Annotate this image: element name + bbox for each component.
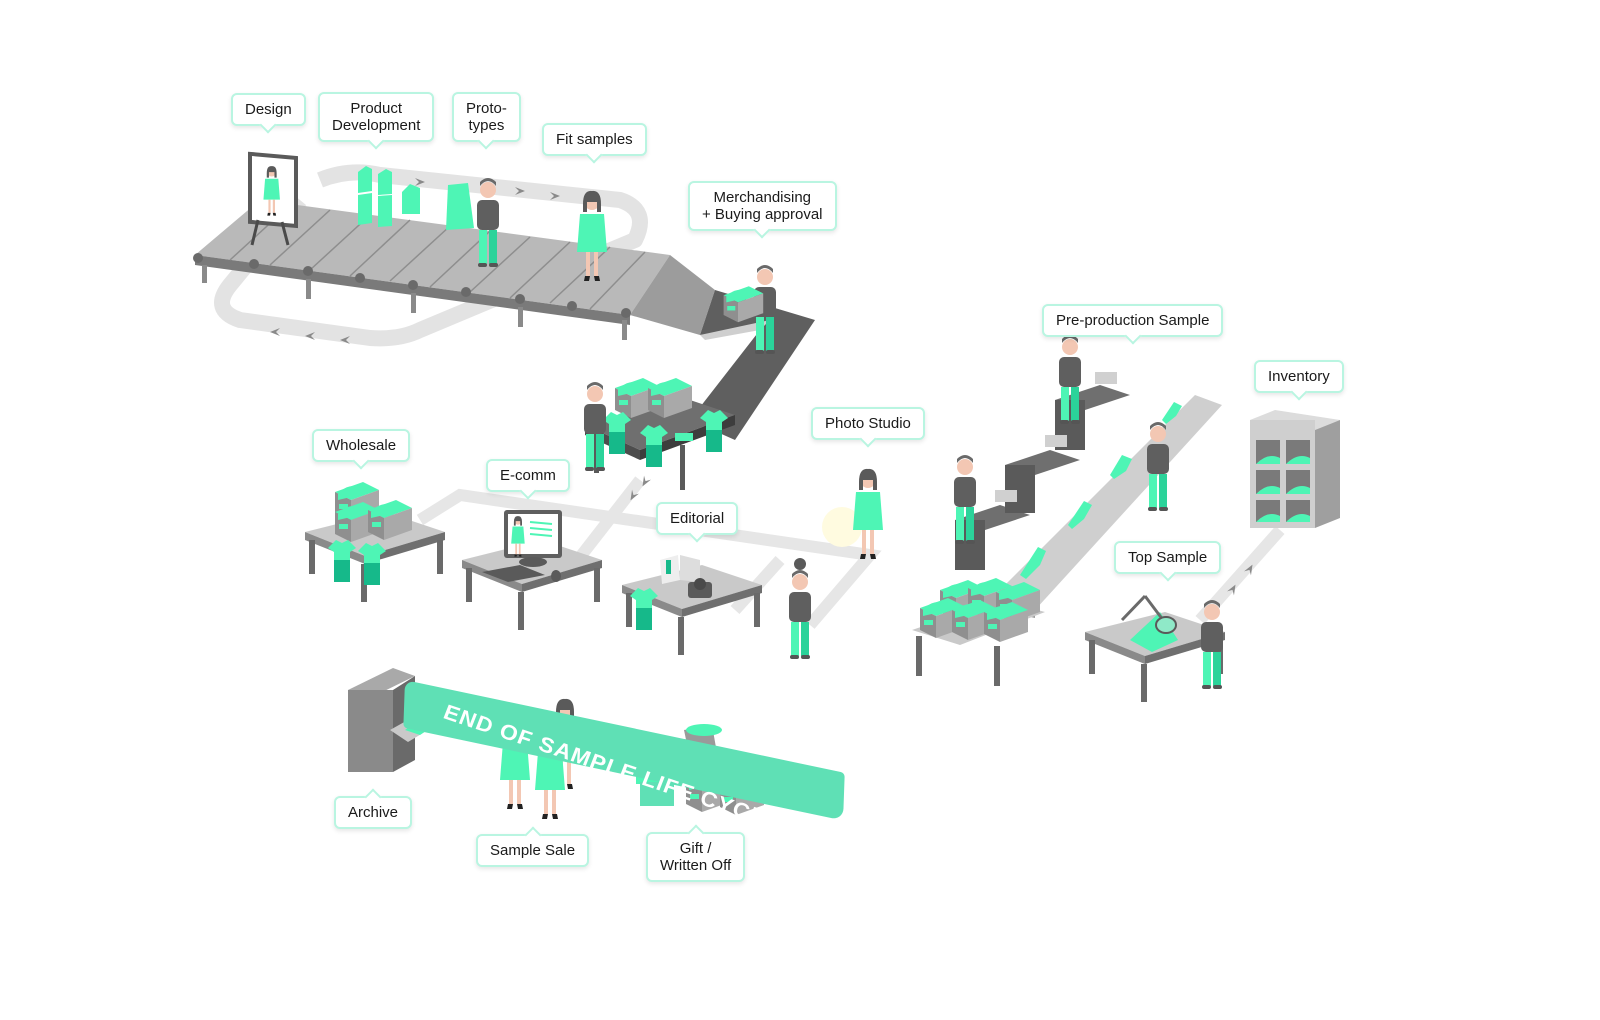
label-text-line1: Merchandising [713, 189, 812, 206]
label-text: Fit samples [556, 131, 633, 148]
label-text: Design [245, 101, 292, 118]
label-text: Photo Studio [825, 415, 911, 432]
label-editorial: Editorial [656, 502, 739, 535]
pattern-pieces [358, 166, 420, 227]
label-sample-sale: Sample Sale [476, 834, 590, 867]
label-text: Top Sample [1128, 549, 1208, 566]
pre-production-line [912, 335, 1222, 686]
label-photo-studio: Photo Studio [811, 407, 925, 440]
label-text: Wholesale [326, 437, 397, 454]
label-archive: Archive [334, 796, 413, 829]
label-text: Archive [348, 804, 399, 821]
photo-studio [789, 468, 883, 659]
label-ecomm: E-comm [486, 459, 570, 492]
label-fit-samples: Fit samples [542, 123, 647, 156]
merchandiser [723, 265, 776, 354]
label-text-line1: Proto- [466, 100, 507, 117]
ecomm-desk [462, 510, 602, 630]
prototype-maker [446, 178, 499, 267]
label-merchandising: Merchandising+ Buying approval [688, 181, 837, 231]
label-text: Pre-production Sample [1056, 312, 1210, 329]
label-text-line2: Written Off [660, 857, 732, 874]
editorial-desk [622, 555, 762, 655]
label-pre-production-sample: Pre-production Sample [1042, 304, 1224, 337]
label-design: Design [231, 93, 306, 126]
label-inventory: Inventory [1254, 360, 1344, 393]
top-sample-table [1085, 594, 1225, 702]
sorting-station [584, 378, 735, 490]
label-text-line1: Gift / [679, 840, 712, 857]
label-text-line1: Product [350, 100, 403, 117]
label-top-sample: Top Sample [1114, 541, 1222, 574]
label-wholesale: Wholesale [312, 429, 411, 462]
label-gift-written-off: Gift /Written Off [646, 832, 746, 882]
label-text: Sample Sale [490, 842, 576, 859]
wholesale-table [305, 482, 445, 602]
label-text: E-comm [500, 467, 556, 484]
label-prototypes: Proto-types [452, 92, 521, 142]
label-text-line2: + Buying approval [702, 206, 823, 223]
label-text-line2: Development [332, 117, 421, 134]
label-text: Inventory [1268, 368, 1330, 385]
inventory-shelf [1250, 410, 1340, 528]
design-conveyor [193, 200, 815, 440]
label-text: Editorial [670, 510, 725, 527]
easel-design-sketch [248, 151, 298, 246]
label-text-line2: types [468, 117, 505, 134]
